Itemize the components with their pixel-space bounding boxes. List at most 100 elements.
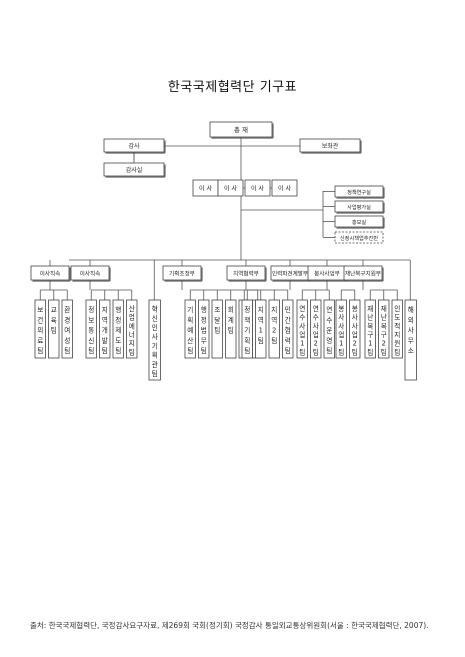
staff-unit-4-label: 신정시책업추진반 [340,234,378,242]
division-8-team-1-label: 1 [368,340,372,348]
division-8-team-3-label: 팀 [394,348,400,356]
division-6-team-2-box [310,299,322,359]
division-8-team-3-label: 원 [394,339,400,348]
division-4-team-3-box [211,299,223,359]
staff-unit-1-label: 정책연구실 [347,188,371,196]
division-2-team-2-label: 팀 [102,347,108,355]
director-1-label: 이 사 [199,185,212,193]
division-3-label: 신 [152,314,158,323]
division-5-team-2-box [255,299,267,359]
division-2-team-1-box [85,299,97,359]
division-2-team-4-label: 너 [129,330,135,339]
division-7-team-1-label: 팀 [338,348,344,356]
division-2-team-4-label: 에 [129,321,135,330]
division-2-team-1-label: 통 [88,327,94,335]
division-8-team-3-label: 인 [394,304,400,313]
division-4-team-2-label: 법 [201,326,207,335]
division-4-team-3-label: 달 [214,316,220,324]
division-8-team-2-label: 팀 [381,348,387,356]
division-4-team-1-label: 획 [187,315,193,324]
division-8-team-2-label: 복 [381,322,387,330]
division-1-team-2-label: 육 [51,316,57,324]
division-5-team-4-box [282,299,294,359]
division-2-team-3-label: 제 [115,327,121,335]
division-3-label: 인 [152,323,158,332]
page-title: 한국국제협력단 기구표 [167,80,298,95]
division-4-team-3-label: 팀 [214,327,220,335]
division-6-team-3-label: 영 [326,336,332,345]
division-8-team-2-box [378,299,390,359]
division-4-team-4-label: 계 [228,315,234,324]
audit-office-label: 감사실 [126,166,143,174]
division-8-team-1-label: 팀 [367,348,373,356]
division-8-team-3-box [391,299,403,359]
secretary-office-box [299,138,361,153]
division-5-team-4-label: 팀 [285,347,291,355]
division-5-team-1-label: 기 [244,326,250,335]
division-7-team-2-label: 봉 [352,305,358,313]
division-9-label: 외 [408,316,414,324]
division-1-team-3-label: 환 [64,305,70,314]
division-1-team-2-label: 교 [51,306,57,314]
division-1-team-2-label: 팀 [51,327,57,335]
division-9-label: 해 [408,305,414,314]
division-3-label: 사 [152,332,158,341]
division-7-team-1-label: 사 [338,313,344,322]
staff-unit-4-box [334,231,384,244]
division-7-team-2-label: 사 [352,321,358,330]
division-6-team-1-label: 수 [299,314,305,322]
division-1-label: 이사직속 [40,270,61,278]
division-8-team-2-label: 2 [382,340,386,348]
staff-unit-3-box [334,215,384,228]
division-9-label: 무 [408,337,414,345]
division-7-team-1-label: 1 [339,340,343,348]
division-3-label: 획 [152,351,158,360]
division-4-team-2-label: 팀 [201,347,207,355]
division-9-box [404,299,417,381]
division-4-team-3-label: 조 [214,306,220,314]
division-7-team-2-box [349,299,361,359]
director-2-box [217,179,244,197]
division-8-team-1-label: 난 [367,313,373,322]
division-6-team-1-label: 팀 [299,348,305,356]
division-6-team-3-label: 수 [326,316,332,324]
division-7-team-2-label: 2 [353,340,357,348]
division-1-team-1-label: 보 [37,306,43,314]
division-2-label: 이사직속 [80,270,101,278]
division-7-team-1-box [335,299,347,359]
director-4-label: 이 사 [278,185,291,193]
division-5-team-4-label: 간 [285,315,291,324]
staff-unit-3-label: 홍보실 [352,218,367,226]
division-5-team-4-label: 협 [285,326,291,335]
division-2-team-3-label: 도 [115,337,121,345]
division-2-team-4-label: 지 [129,339,135,348]
division-6-team-2-label: 팀 [313,348,319,356]
division-8-team-1-label: 구 [367,331,373,339]
secretary-office-label: 보좌관 [322,142,339,150]
division-4-team-2-label: 행 [201,305,207,314]
division-4-team-4-label: 회 [228,306,234,314]
division-5-team-1-box [241,299,253,359]
audit-office-box [103,162,165,177]
division-2-team-3-box [112,299,124,359]
division-5-team-2-label: 1 [259,327,263,335]
auditor-label: 감사 [128,142,140,150]
division-2-team-2-label: 개 [102,326,108,335]
division-1-team-3-label: 팀 [64,347,70,355]
division-8-team-2-label: 구 [381,331,387,339]
division-6-team-2-label: 수 [313,314,319,322]
division-1-team-1-label: 의 [37,326,43,335]
division-4-team-2-label: 무 [201,337,207,345]
division-5-team-2-label: 역 [258,315,264,324]
division-7-team-2-label: 업 [352,331,358,339]
division-2-team-3-label: 정 [115,315,121,324]
division-4-team-2-box [198,299,210,359]
staff-unit-2-label: 사업평가실 [347,203,371,211]
division-4-team-1-label: 팀 [187,347,193,355]
division-4-team-1-box [184,299,196,359]
division-4-team-4-box [225,299,237,359]
staff-unit-1-box [334,185,384,198]
division-8-team-1-label: 복 [367,322,373,330]
division-8-team-3-label: 도 [394,314,400,322]
